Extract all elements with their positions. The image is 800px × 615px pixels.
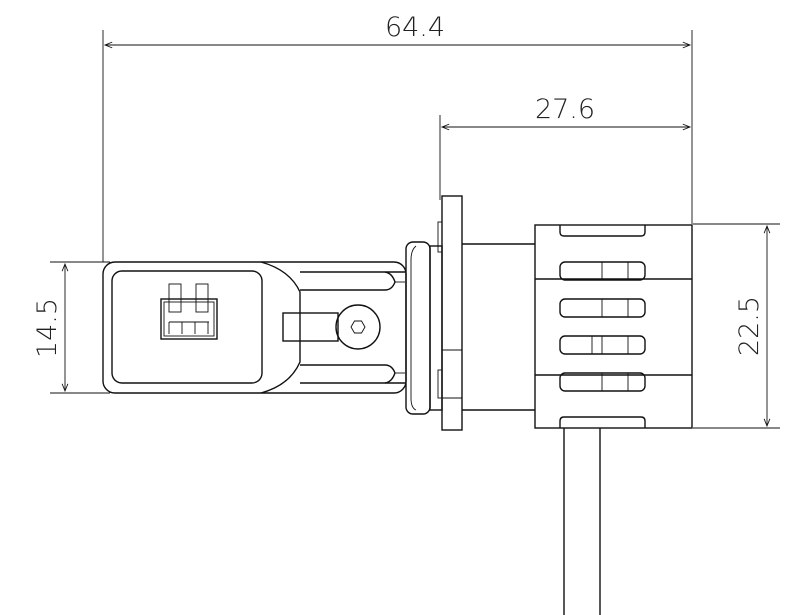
heatsink-slot bbox=[559, 335, 646, 355]
cable bbox=[563, 428, 601, 615]
heatsink-slot bbox=[559, 261, 646, 281]
connector-icon bbox=[160, 283, 218, 340]
heatsink-slot bbox=[559, 298, 646, 318]
dimension-label-heatsink-length: 27.6 bbox=[535, 94, 595, 125]
dimension-label-body-height: 14.5 bbox=[32, 298, 63, 358]
dimension-heatsink-height: 22.5 bbox=[693, 223, 780, 429]
dimension-body-height: 14.5 bbox=[32, 261, 110, 394]
dimension-label-overall: 64.4 bbox=[385, 12, 445, 43]
dimension-overall-length: 64.4 bbox=[102, 12, 693, 262]
bulb-collar bbox=[405, 195, 535, 431]
dimension-heatsink-length: 27.6 bbox=[439, 94, 692, 200]
heatsink bbox=[534, 224, 693, 429]
dimension-label-heatsink-height: 22.5 bbox=[734, 296, 765, 356]
driver-housing bbox=[102, 261, 407, 394]
screw-icon bbox=[282, 304, 381, 350]
heatsink-slot bbox=[559, 372, 646, 392]
